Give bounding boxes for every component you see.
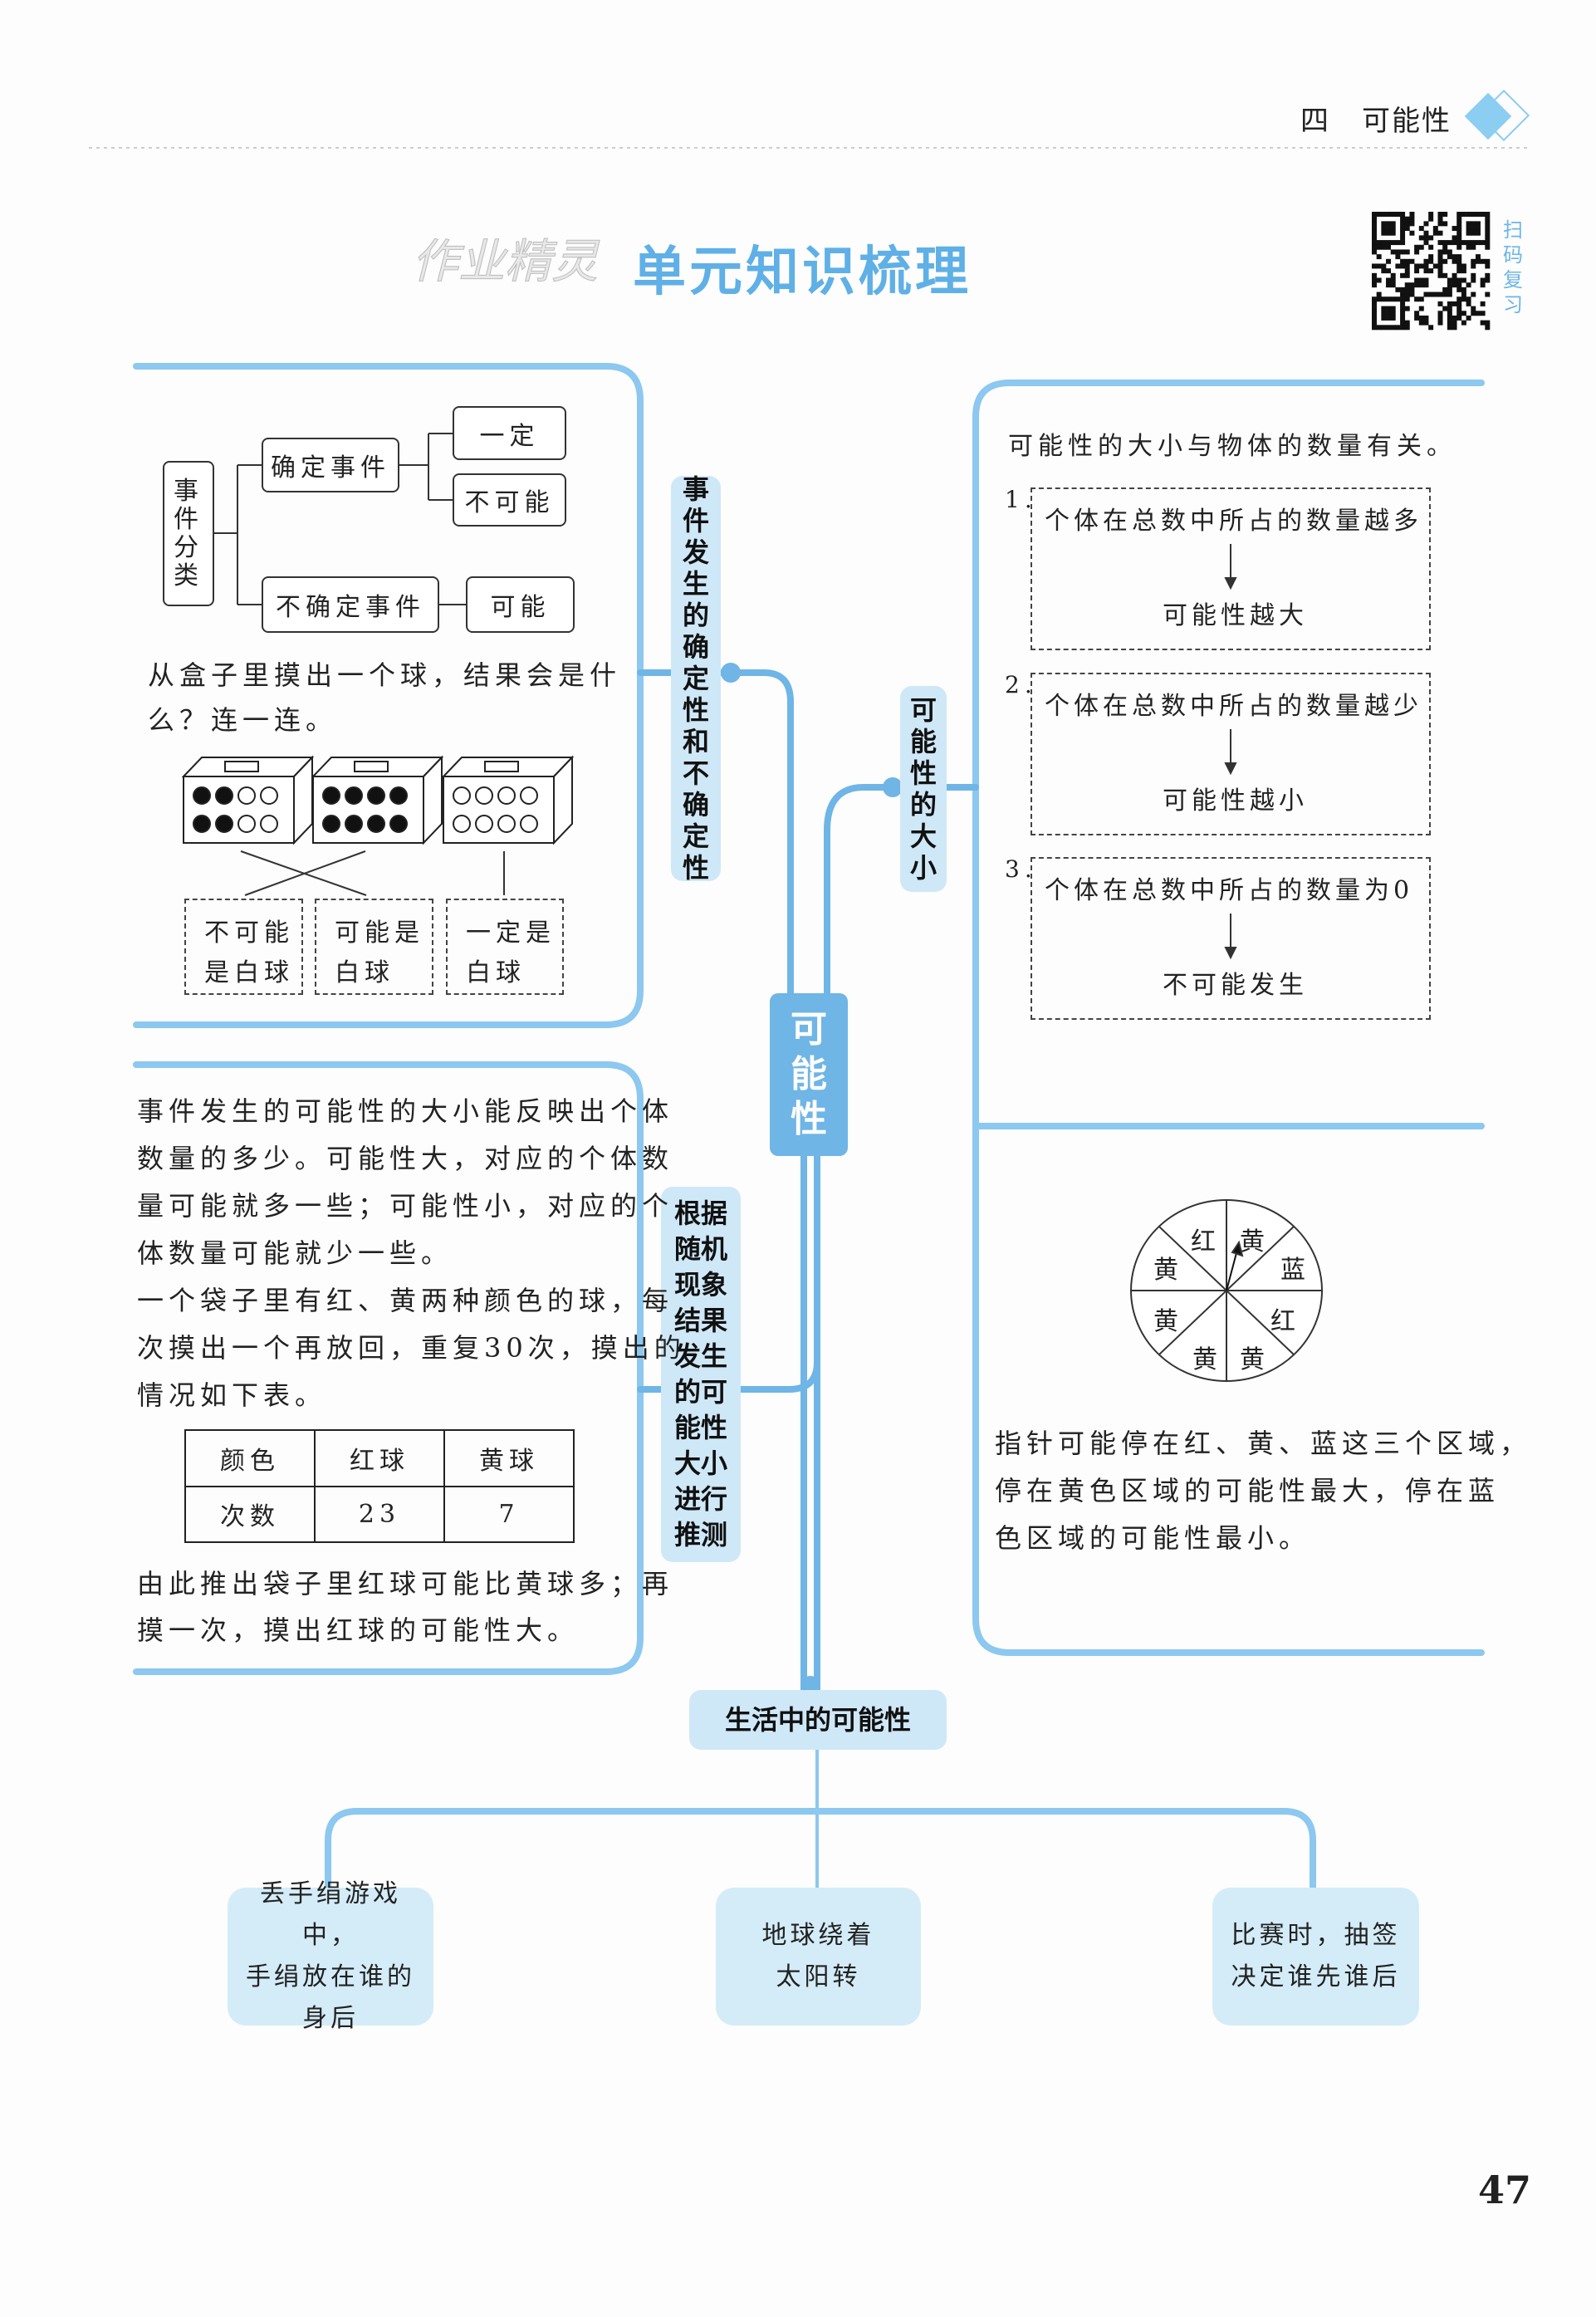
ball [389,786,408,805]
ball [497,786,516,805]
panel-border-magnitude [972,380,1485,1656]
magnitude-rule-2 [1031,673,1431,835]
inference-paragraph: 事件发生的可能性的大小能反映出个体 数量的多少。可能性大，对应的个体数 量可能就… [137,1095,686,1411]
spinner-sector-label: 红 [1191,1227,1216,1256]
node-certain-event: 确定事件 [262,438,399,492]
spinner-text-line-1: 指针可能停在红、黄、蓝这三个区域， [995,1428,1532,1459]
table-header: 颜色 [184,1429,316,1487]
conclusion-line-1: 由此推出袋子里红球可能比黄球多；再 [137,1568,674,1599]
node-event-classification: 事件分类 [163,461,214,606]
ball [345,815,363,833]
magnitude-rule-1 [1031,487,1431,650]
draw-results-table: 颜色 红球 黄球 次数 23 7 [184,1429,575,1543]
conclusion-line-2: 摸一次，摸出红球的可能性大。 [137,1614,580,1646]
branch-certainty-label: 事件发生的确定性和不确定性 [671,473,721,884]
question-line-1: 从盒子里摸出一个球，结果会是什 [148,659,622,691]
center-node: 可能性 [770,993,848,1156]
ball [475,786,493,805]
ball [520,786,538,805]
ball [520,815,538,833]
spinner-text-line-3: 色区域的可能性最小。 [995,1522,1311,1554]
qr-code-icon [1372,212,1491,331]
question-line-2: 么？连一连。 [148,704,338,736]
item-number: 3. [1005,855,1037,883]
branch-inference-label: 根据随机现象结果发生的可能性大小进行推测 [661,1187,741,1562]
ball-box [181,755,315,845]
ball [322,786,340,805]
ball [237,786,256,805]
chapter-diamond-icon [1464,89,1530,142]
answer-box: 可能是 白球 [315,899,433,995]
ball-box [441,755,575,845]
table-header: 红球 [314,1429,445,1487]
node-certain: 一定 [453,406,566,460]
node-impossible: 不可能 [453,473,566,527]
page-number: 47 [1478,2168,1532,2212]
spinner-pointer [1226,1249,1238,1291]
node-possible: 可能 [466,576,575,633]
table-cell: 7 [443,1485,575,1543]
ball [345,786,363,805]
life-example-2: 地球绕着太阳转 [716,1888,921,2026]
ball [497,815,516,833]
panel-border-certainty [133,363,644,1028]
table-header: 黄球 [443,1429,575,1487]
ball [237,815,256,833]
ball [367,786,385,805]
item-number: 2. [1005,671,1037,698]
chapter-number: 四 [1300,105,1330,138]
ball [193,815,211,833]
ball [453,786,471,805]
ball-box [311,755,444,845]
life-example-1: 丢手绢游戏中，手绢放在谁的身后 [228,1879,433,2033]
spinner-sector-label: 蓝 [1280,1256,1305,1285]
ball [193,786,211,805]
node-uncertain-event: 不确定事件 [262,576,439,633]
answer-box: 一定是 白球 [446,899,564,995]
spinner-wheel [1130,1199,1323,1382]
life-tree-branches [325,1808,1316,1896]
answer-box: 不可能 是白球 [184,899,303,995]
ball [367,815,385,833]
table-cell: 23 [314,1485,445,1543]
ball [453,815,471,833]
spinner-sector-label: 黄 [1153,1256,1178,1285]
magnitude-rule-3 [1031,857,1431,1020]
ball [260,815,278,833]
spinner-sector-label: 黄 [1240,1345,1265,1374]
panel-border-inference [133,1061,644,1675]
ball [389,815,408,833]
watermark-logo: 作业精灵 [412,235,599,290]
spinner-text-line-2: 停在黄色区域的可能性最大，停在蓝 [995,1475,1501,1506]
branch-life-label: 生活中的可能性 [689,1690,947,1750]
spinner-sector-label: 黄 [1192,1345,1217,1374]
ball [475,815,493,833]
page-title: 单元知识梳理 [633,242,972,303]
spinner-sector-label: 红 [1270,1307,1295,1336]
chapter-title: 可能性 [1362,105,1452,138]
spinner-sector-label: 黄 [1153,1307,1178,1336]
ball [215,786,233,805]
table-cell: 次数 [184,1485,316,1543]
ball [215,815,233,833]
qr-caption: 扫码复习 [1503,218,1523,316]
ball [322,815,340,833]
ball [260,786,278,805]
branch-magnitude-label: 可能性的大小 [900,686,947,892]
spinner-sector-label: 黄 [1240,1227,1265,1256]
life-example-3: 比赛时，抽签决定谁先谁后 [1212,1888,1419,2026]
magnitude-intro: 可能性的大小与物体的数量有关。 [1008,432,1456,461]
item-number: 1. [1005,486,1037,513]
